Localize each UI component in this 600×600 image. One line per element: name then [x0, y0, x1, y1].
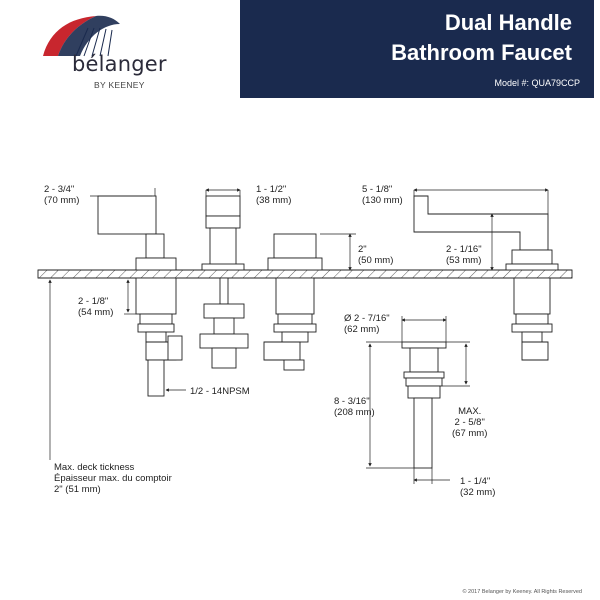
drain-diameter-label: Ø 2 - 7/16"(62 mm): [344, 313, 390, 335]
right-lever-handle-assembly: [413, 195, 559, 361]
thread-label: 1/2 - 14NPSM: [190, 386, 250, 397]
handle-height-label: 2 - 3/4"(70 mm): [44, 184, 80, 206]
title-header: Dual Handle Bathroom Faucet Model #: QUA…: [240, 0, 594, 98]
shank-label: 2 - 1/8"(54 mm): [78, 296, 114, 318]
lever-reach-label: 5 - 1/8"(130 mm): [362, 184, 403, 206]
center-spout-assembly: [199, 195, 249, 369]
title-line-1: Dual Handle: [444, 10, 572, 35]
handle-rise-label: 2"(50 mm): [358, 244, 394, 266]
logo-swoosh-red: [43, 16, 96, 56]
max-label: MAX.2 - 5/8"(67 mm): [452, 406, 488, 439]
model-number: Model #: QUA79CCP: [494, 78, 580, 88]
left-handle-assembly: [97, 195, 183, 397]
title-line-2: Bathroom Faucet: [391, 40, 572, 65]
brand-name: bélanger: [72, 52, 167, 76]
copyright-footer: © 2017 Belanger by Keeney. All Rights Re…: [462, 589, 582, 595]
tail-width-label: 1 - 1/4"(32 mm): [460, 476, 496, 498]
deck-surface: [37, 269, 573, 279]
center-right-handle-assembly: [263, 233, 323, 371]
lever-height-label: 2 - 1/16"(53 mm): [446, 244, 482, 266]
drain-length-label: 8 - 3/16"(208 mm): [334, 396, 375, 418]
belanger-logo: [43, 15, 120, 57]
brand-subtitle: BY KEENEY: [94, 80, 145, 90]
spout-width-label: 1 - 1/2"(38 mm): [256, 184, 292, 206]
pop-up-drain-assembly: [401, 341, 447, 469]
logo-swoosh-navy: [58, 15, 120, 56]
